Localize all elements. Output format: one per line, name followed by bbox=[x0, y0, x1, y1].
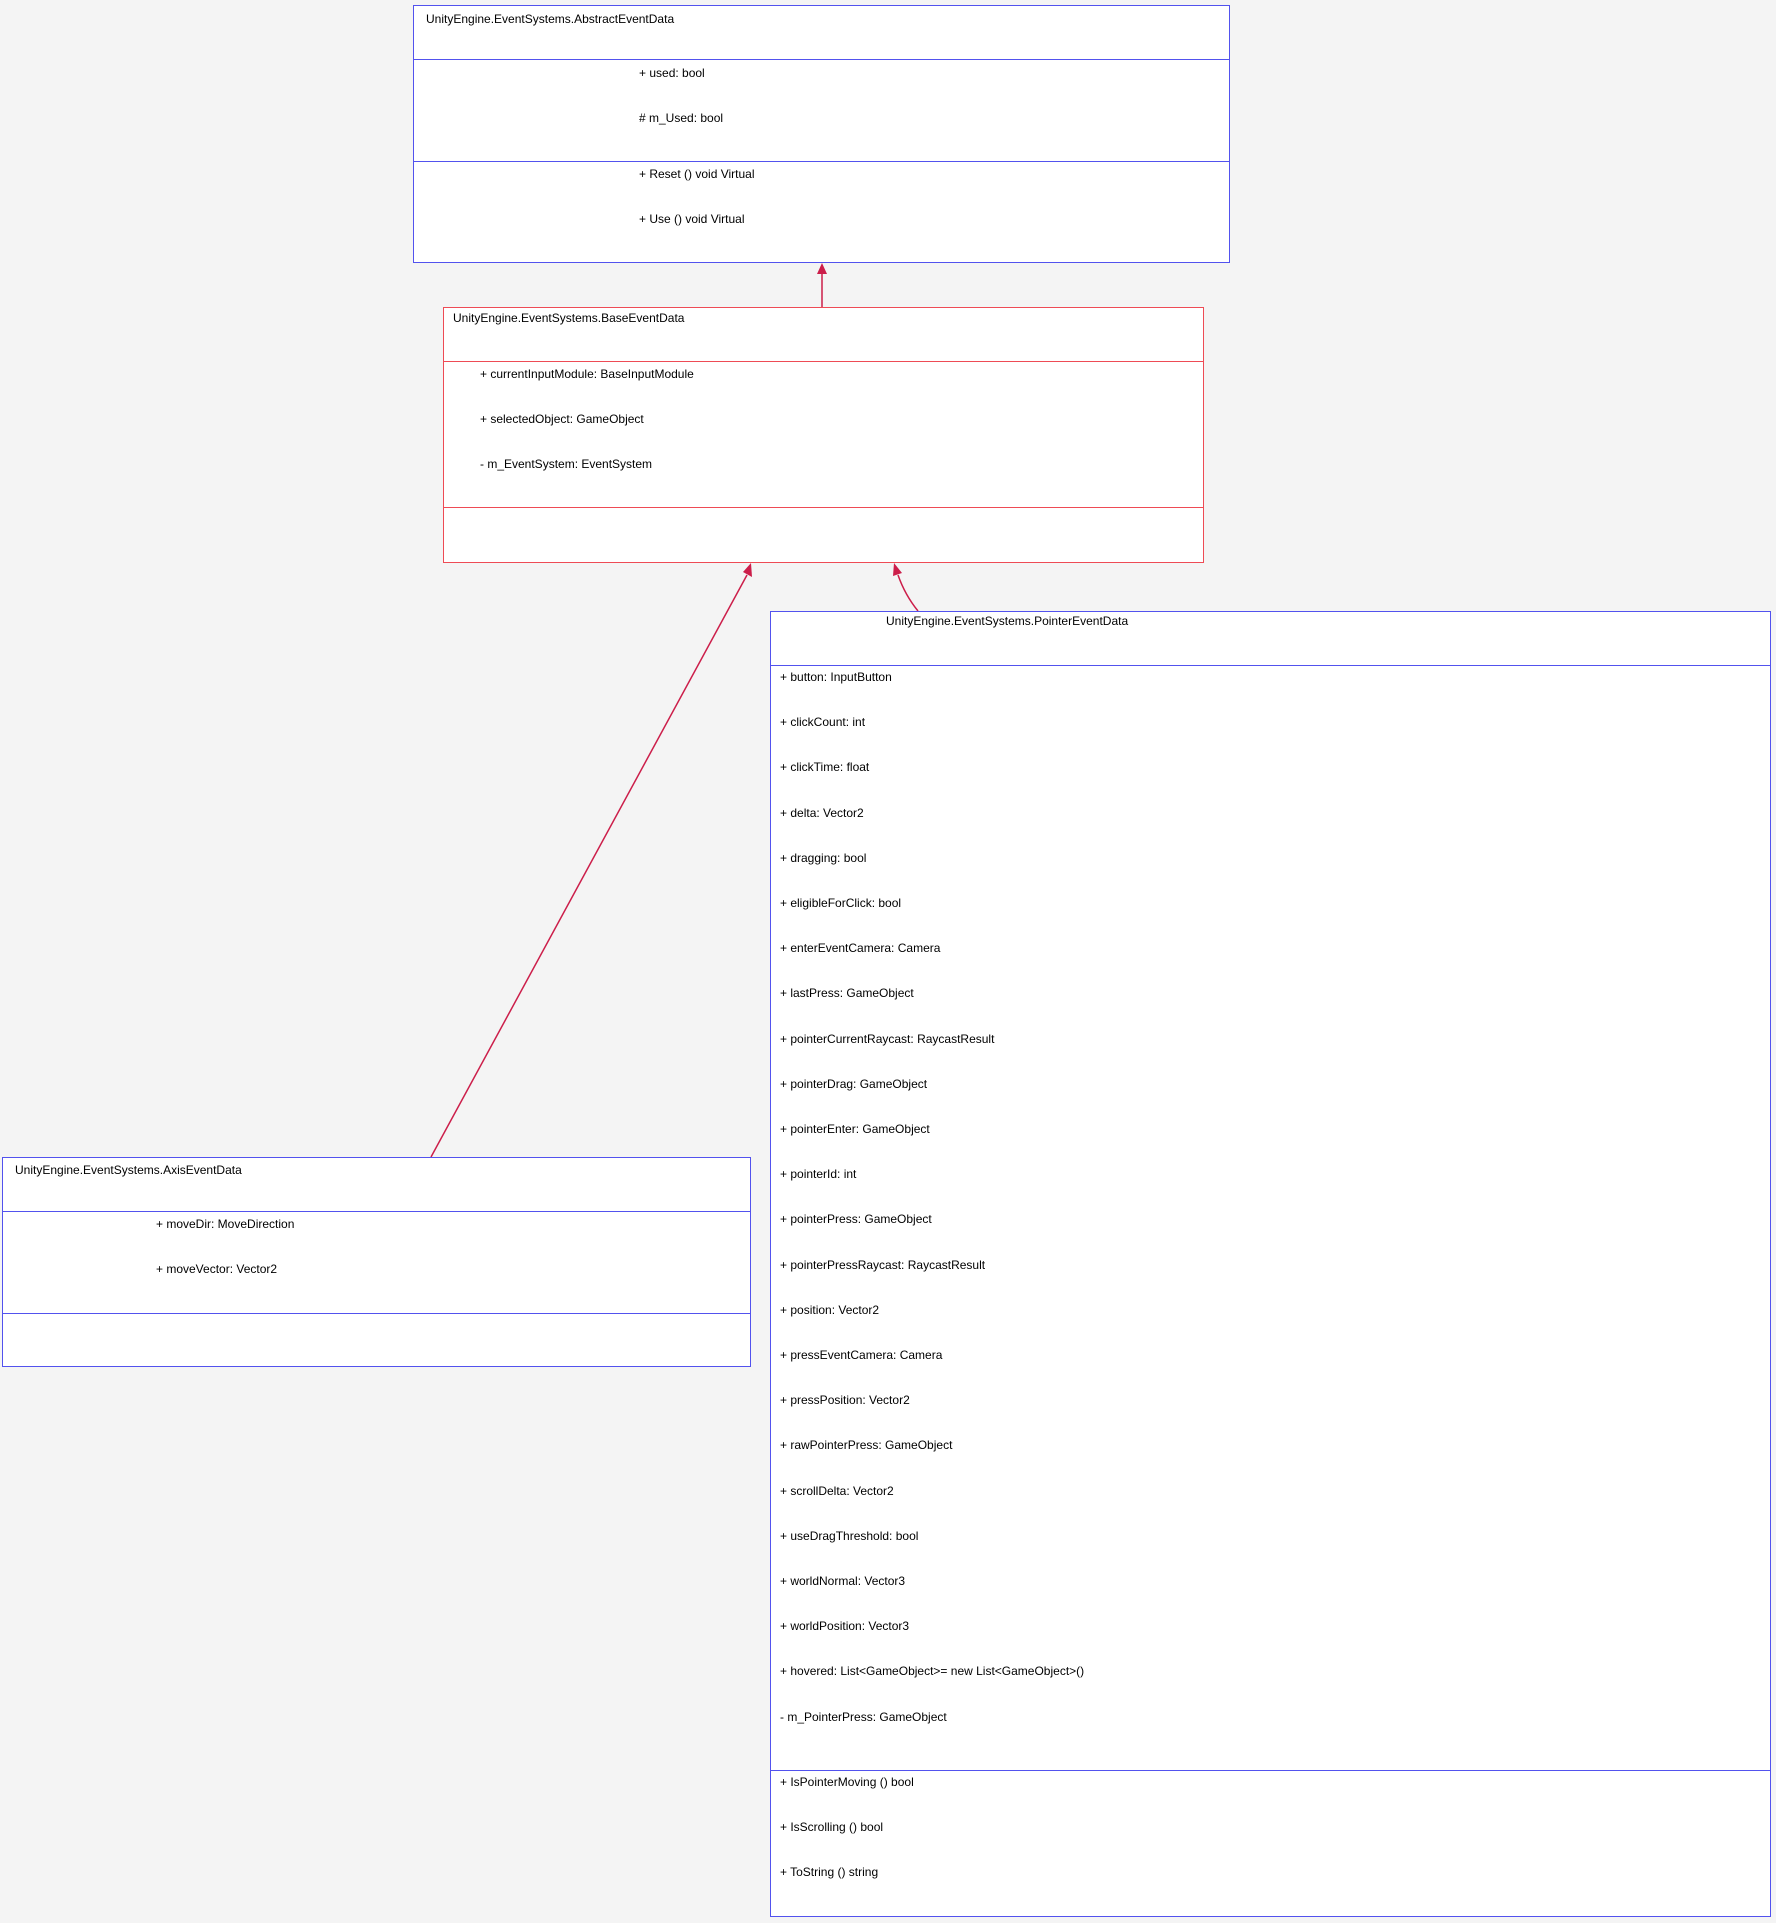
inheritance-arrowhead-base-from-axis bbox=[743, 563, 752, 577]
class-name: UnityEngine.EventSystems.AxisEventData bbox=[15, 1163, 242, 1177]
attribute: + pointerPress: GameObject bbox=[780, 1212, 932, 1227]
attribute: + pointerDrag: GameObject bbox=[780, 1076, 928, 1091]
attribute: + pointerId: int bbox=[780, 1167, 857, 1182]
attribute: + pointerEnter: GameObject bbox=[780, 1122, 930, 1136]
class-name: UnityEngine.EventSystems.PointerEventDat… bbox=[886, 614, 1129, 628]
attribute: + moveDir: MoveDirection bbox=[156, 1217, 295, 1231]
attribute: + currentInputModule: BaseInputModule bbox=[480, 367, 694, 381]
attribute: + used: bool bbox=[639, 66, 705, 80]
inheritance-line-pointer-base bbox=[897, 574, 919, 612]
class-title-area: UnityEngine.EventSystems.PointerEventDat… bbox=[771, 612, 1770, 665]
method: + IsScrolling () bool bbox=[780, 1820, 884, 1834]
methods-compartment: + IsPointerMoving () bool + IsScrolling (… bbox=[771, 1770, 1770, 1916]
class-axis-event-data[interactable]: UnityEngine.EventSystems.AxisEventData +… bbox=[2, 1157, 751, 1367]
class-name: UnityEngine.EventSystems.BaseEventData bbox=[453, 311, 685, 325]
attributes-compartment: + button: InputButton + clickCount: int + … bbox=[771, 665, 1770, 1770]
attributes-compartment: + currentInputModule: BaseInputModule + … bbox=[444, 361, 1203, 507]
attribute: + dragging: bool bbox=[780, 850, 867, 865]
class-pointer-event-data[interactable]: UnityEngine.EventSystems.PointerEventDat… bbox=[770, 611, 1771, 1917]
attribute: + pointerPressRaycast: RaycastResult bbox=[780, 1257, 986, 1272]
attribute: + clickCount: int bbox=[780, 715, 866, 730]
attributes-compartment: + used: bool # m_Used: bool bbox=[414, 59, 1229, 161]
attribute: + pressEventCamera: Camera bbox=[780, 1348, 943, 1362]
attribute: + delta: Vector2 bbox=[780, 805, 864, 820]
attributes-compartment: + moveDir: MoveDirection + moveVector: V… bbox=[3, 1211, 750, 1313]
class-name: UnityEngine.EventSystems.AbstractEventDa… bbox=[426, 12, 675, 26]
methods-compartment bbox=[444, 507, 1203, 560]
attribute: + button: InputButton bbox=[780, 670, 892, 684]
method: + ToString () string bbox=[780, 1865, 879, 1879]
attribute: + clickTime: float bbox=[780, 760, 870, 775]
class-abstract-event-data[interactable]: UnityEngine.EventSystems.AbstractEventDa… bbox=[413, 5, 1230, 263]
attribute: + pressPosition: Vector2 bbox=[780, 1393, 910, 1408]
attribute: + useDragThreshold: bool bbox=[780, 1528, 919, 1543]
attribute: + lastPress: GameObject bbox=[780, 986, 914, 1001]
class-base-event-data[interactable]: UnityEngine.EventSystems.BaseEventData +… bbox=[443, 307, 1204, 563]
inheritance-arrowhead-base-from-pointer bbox=[893, 563, 902, 576]
attribute: - m_EventSystem: EventSystem bbox=[480, 457, 653, 471]
attribute: # m_Used: bool bbox=[639, 111, 724, 125]
methods-compartment: + Reset () void Virtual + Use () void Vi… bbox=[414, 161, 1229, 261]
attribute: + moveVector: Vector2 bbox=[156, 1262, 278, 1276]
inheritance-line-axis-base bbox=[430, 574, 748, 1158]
attribute: + pointerCurrentRaycast: RaycastResult bbox=[780, 1031, 995, 1046]
method: + Use () void Virtual bbox=[639, 212, 745, 226]
attribute: + rawPointerPress: GameObject bbox=[780, 1438, 953, 1453]
attribute: + hovered: List<GameObject>= new List<Ga… bbox=[780, 1664, 1085, 1679]
attribute: - m_PointerPress: GameObject bbox=[780, 1709, 947, 1724]
attribute: + scrollDelta: Vector2 bbox=[780, 1483, 894, 1498]
method: + IsPointerMoving () bool bbox=[780, 1775, 914, 1789]
attribute: + selectedObject: GameObject bbox=[480, 412, 644, 426]
class-title-area: UnityEngine.EventSystems.AbstractEventDa… bbox=[414, 6, 1229, 59]
attribute: + worldPosition: Vector3 bbox=[780, 1619, 910, 1634]
method: + Reset () void Virtual bbox=[639, 167, 755, 181]
attribute: + worldNormal: Vector3 bbox=[780, 1574, 906, 1588]
inheritance-arrowhead-abstract bbox=[817, 263, 827, 274]
class-title-area: UnityEngine.EventSystems.AxisEventData bbox=[3, 1158, 750, 1211]
class-title-area: UnityEngine.EventSystems.BaseEventData bbox=[444, 308, 1203, 361]
methods-compartment bbox=[3, 1313, 750, 1365]
attribute: + position: Vector2 bbox=[780, 1302, 880, 1317]
attribute: + eligibleForClick: bool bbox=[780, 896, 902, 910]
attribute: + enterEventCamera: Camera bbox=[780, 941, 941, 956]
